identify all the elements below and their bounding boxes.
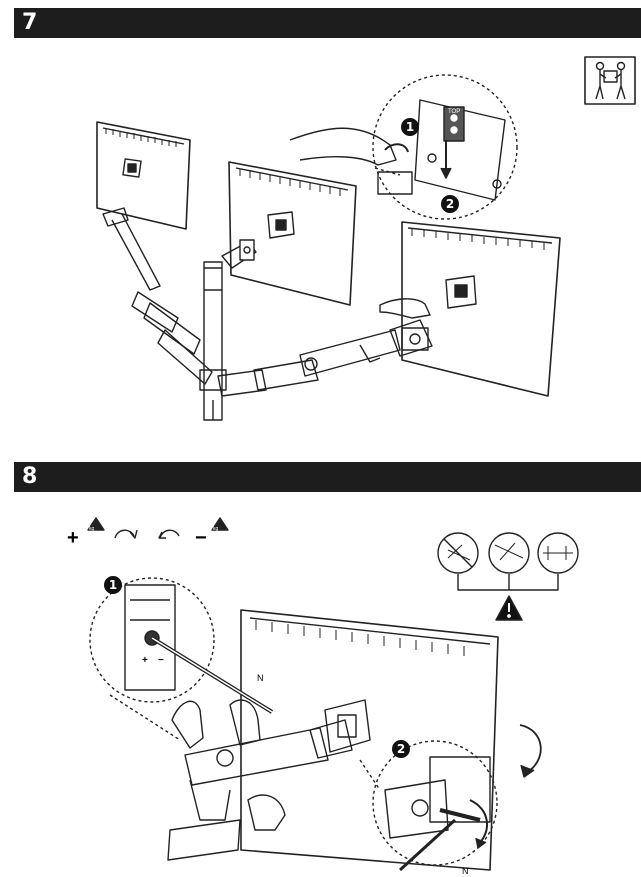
step-8-header: 8 [14, 462, 641, 492]
tool-label: N [462, 866, 469, 876]
step-number: 8 [22, 464, 38, 489]
step-7-header: 7 [14, 8, 641, 38]
zoom-detail-2 [359, 740, 498, 872]
zoom-detail-step7 [289, 74, 518, 220]
right-monitor [401, 221, 561, 397]
callout-1: 1 [104, 576, 122, 594]
weight-label-plus: kg [89, 526, 95, 532]
callout-2: 2 [392, 740, 410, 758]
knob-plus: + [142, 655, 148, 666]
minus-sign: − [195, 527, 207, 549]
tool-label: N [257, 673, 264, 683]
clockwise-arrow-icon [519, 724, 542, 778]
right-arm [217, 319, 433, 397]
two-person-lift-icon [584, 56, 636, 105]
callout-2: 2 [441, 195, 459, 213]
tension-adjust-legend [87, 517, 229, 539]
warning-diagrams [437, 532, 579, 621]
step-number: 7 [22, 10, 38, 35]
plus-sign: + [67, 527, 79, 549]
callout-1: 1 [401, 118, 419, 136]
hand-bottom [247, 794, 286, 831]
weight-label-minus: kg [213, 526, 219, 532]
large-monitor [240, 609, 499, 871]
left-arm [102, 207, 213, 385]
center-arm [221, 239, 257, 269]
plate-label: TOP [448, 109, 461, 115]
knob-minus: − [158, 655, 164, 666]
zoom-detail-1 [89, 577, 274, 741]
hand-center [229, 699, 261, 746]
left-monitor [96, 121, 191, 230]
mounting-pole [199, 261, 227, 421]
arm-step8 [167, 719, 353, 861]
center-monitor [228, 161, 357, 306]
hand-right [379, 298, 431, 319]
hand-left [171, 700, 204, 749]
